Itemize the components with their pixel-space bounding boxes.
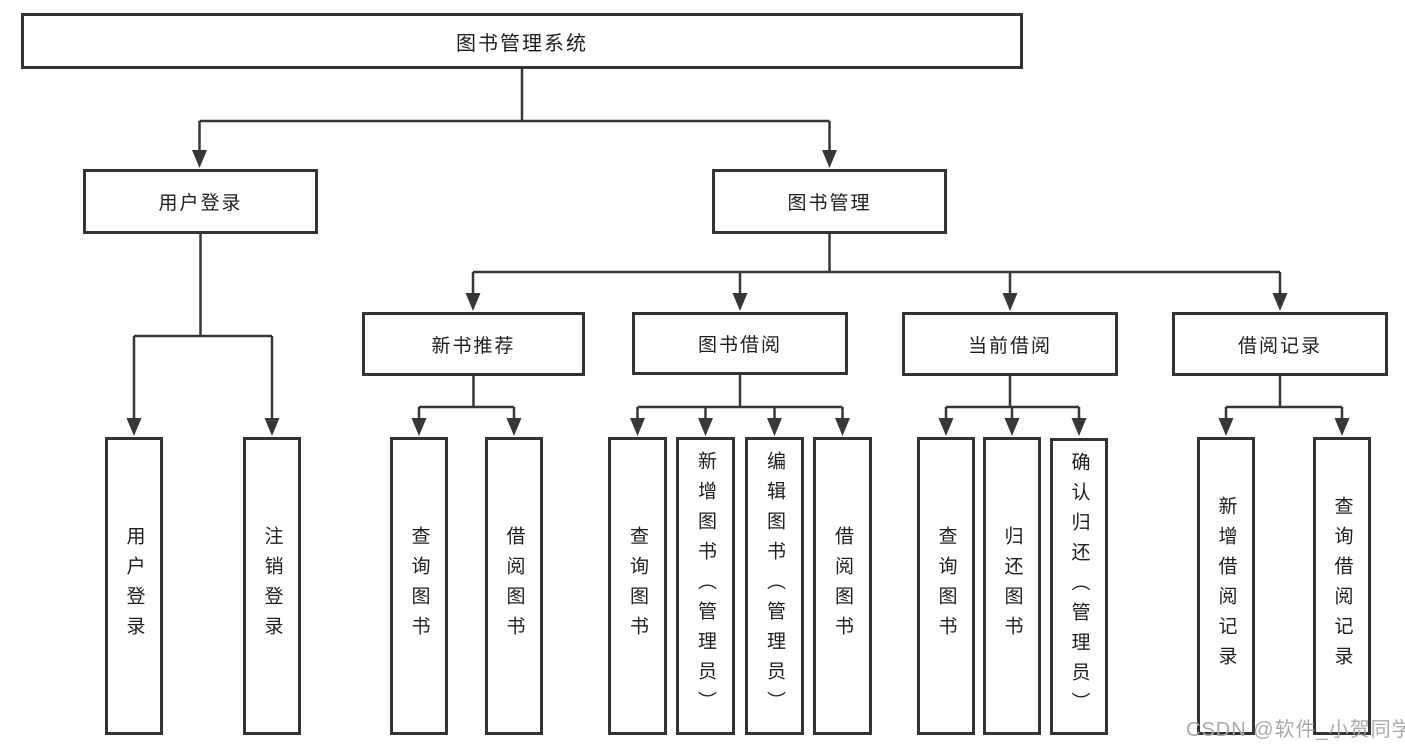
node-book-borrowing: 图书借阅 [632, 312, 848, 375]
node-book-management: 图书管理 [712, 169, 947, 234]
leaf-borrow-books-2: 借阅图书 [813, 437, 872, 735]
arrowhead-icons [126, 150, 1350, 436]
leaf-query-books: 查询图书 [390, 437, 448, 735]
leaf-user-login: 用户登录 [105, 437, 163, 735]
leaf-logout: 注销登录 [243, 437, 301, 735]
node-borrowing-records: 借阅记录 [1172, 312, 1388, 376]
leaf-edit-book-admin: 编辑图书（管理员） [745, 437, 804, 735]
leaf-confirm-return-admin: 确认归还（管理员） [1050, 438, 1108, 735]
leaf-query-borrow-record: 查询借阅记录 [1313, 437, 1371, 735]
leaf-add-borrow-record: 新增借阅记录 [1197, 437, 1255, 735]
node-new-book-recommendation: 新书推荐 [362, 312, 585, 376]
csdn-watermark: CSDN @软件_小贺同学 [1186, 719, 1405, 741]
leaf-query-books-3: 查询图书 [917, 437, 975, 735]
leaf-add-book-admin: 新增图书（管理员） [676, 437, 735, 735]
leaf-return-book: 归还图书 [983, 437, 1041, 735]
node-current-borrowing: 当前借阅 [902, 312, 1118, 376]
node-user-login: 用户登录 [83, 169, 318, 234]
leaf-query-books-2: 查询图书 [608, 437, 667, 735]
node-library-management-system: 图书管理系统 [21, 13, 1023, 69]
leaf-borrow-books: 借阅图书 [485, 437, 543, 735]
